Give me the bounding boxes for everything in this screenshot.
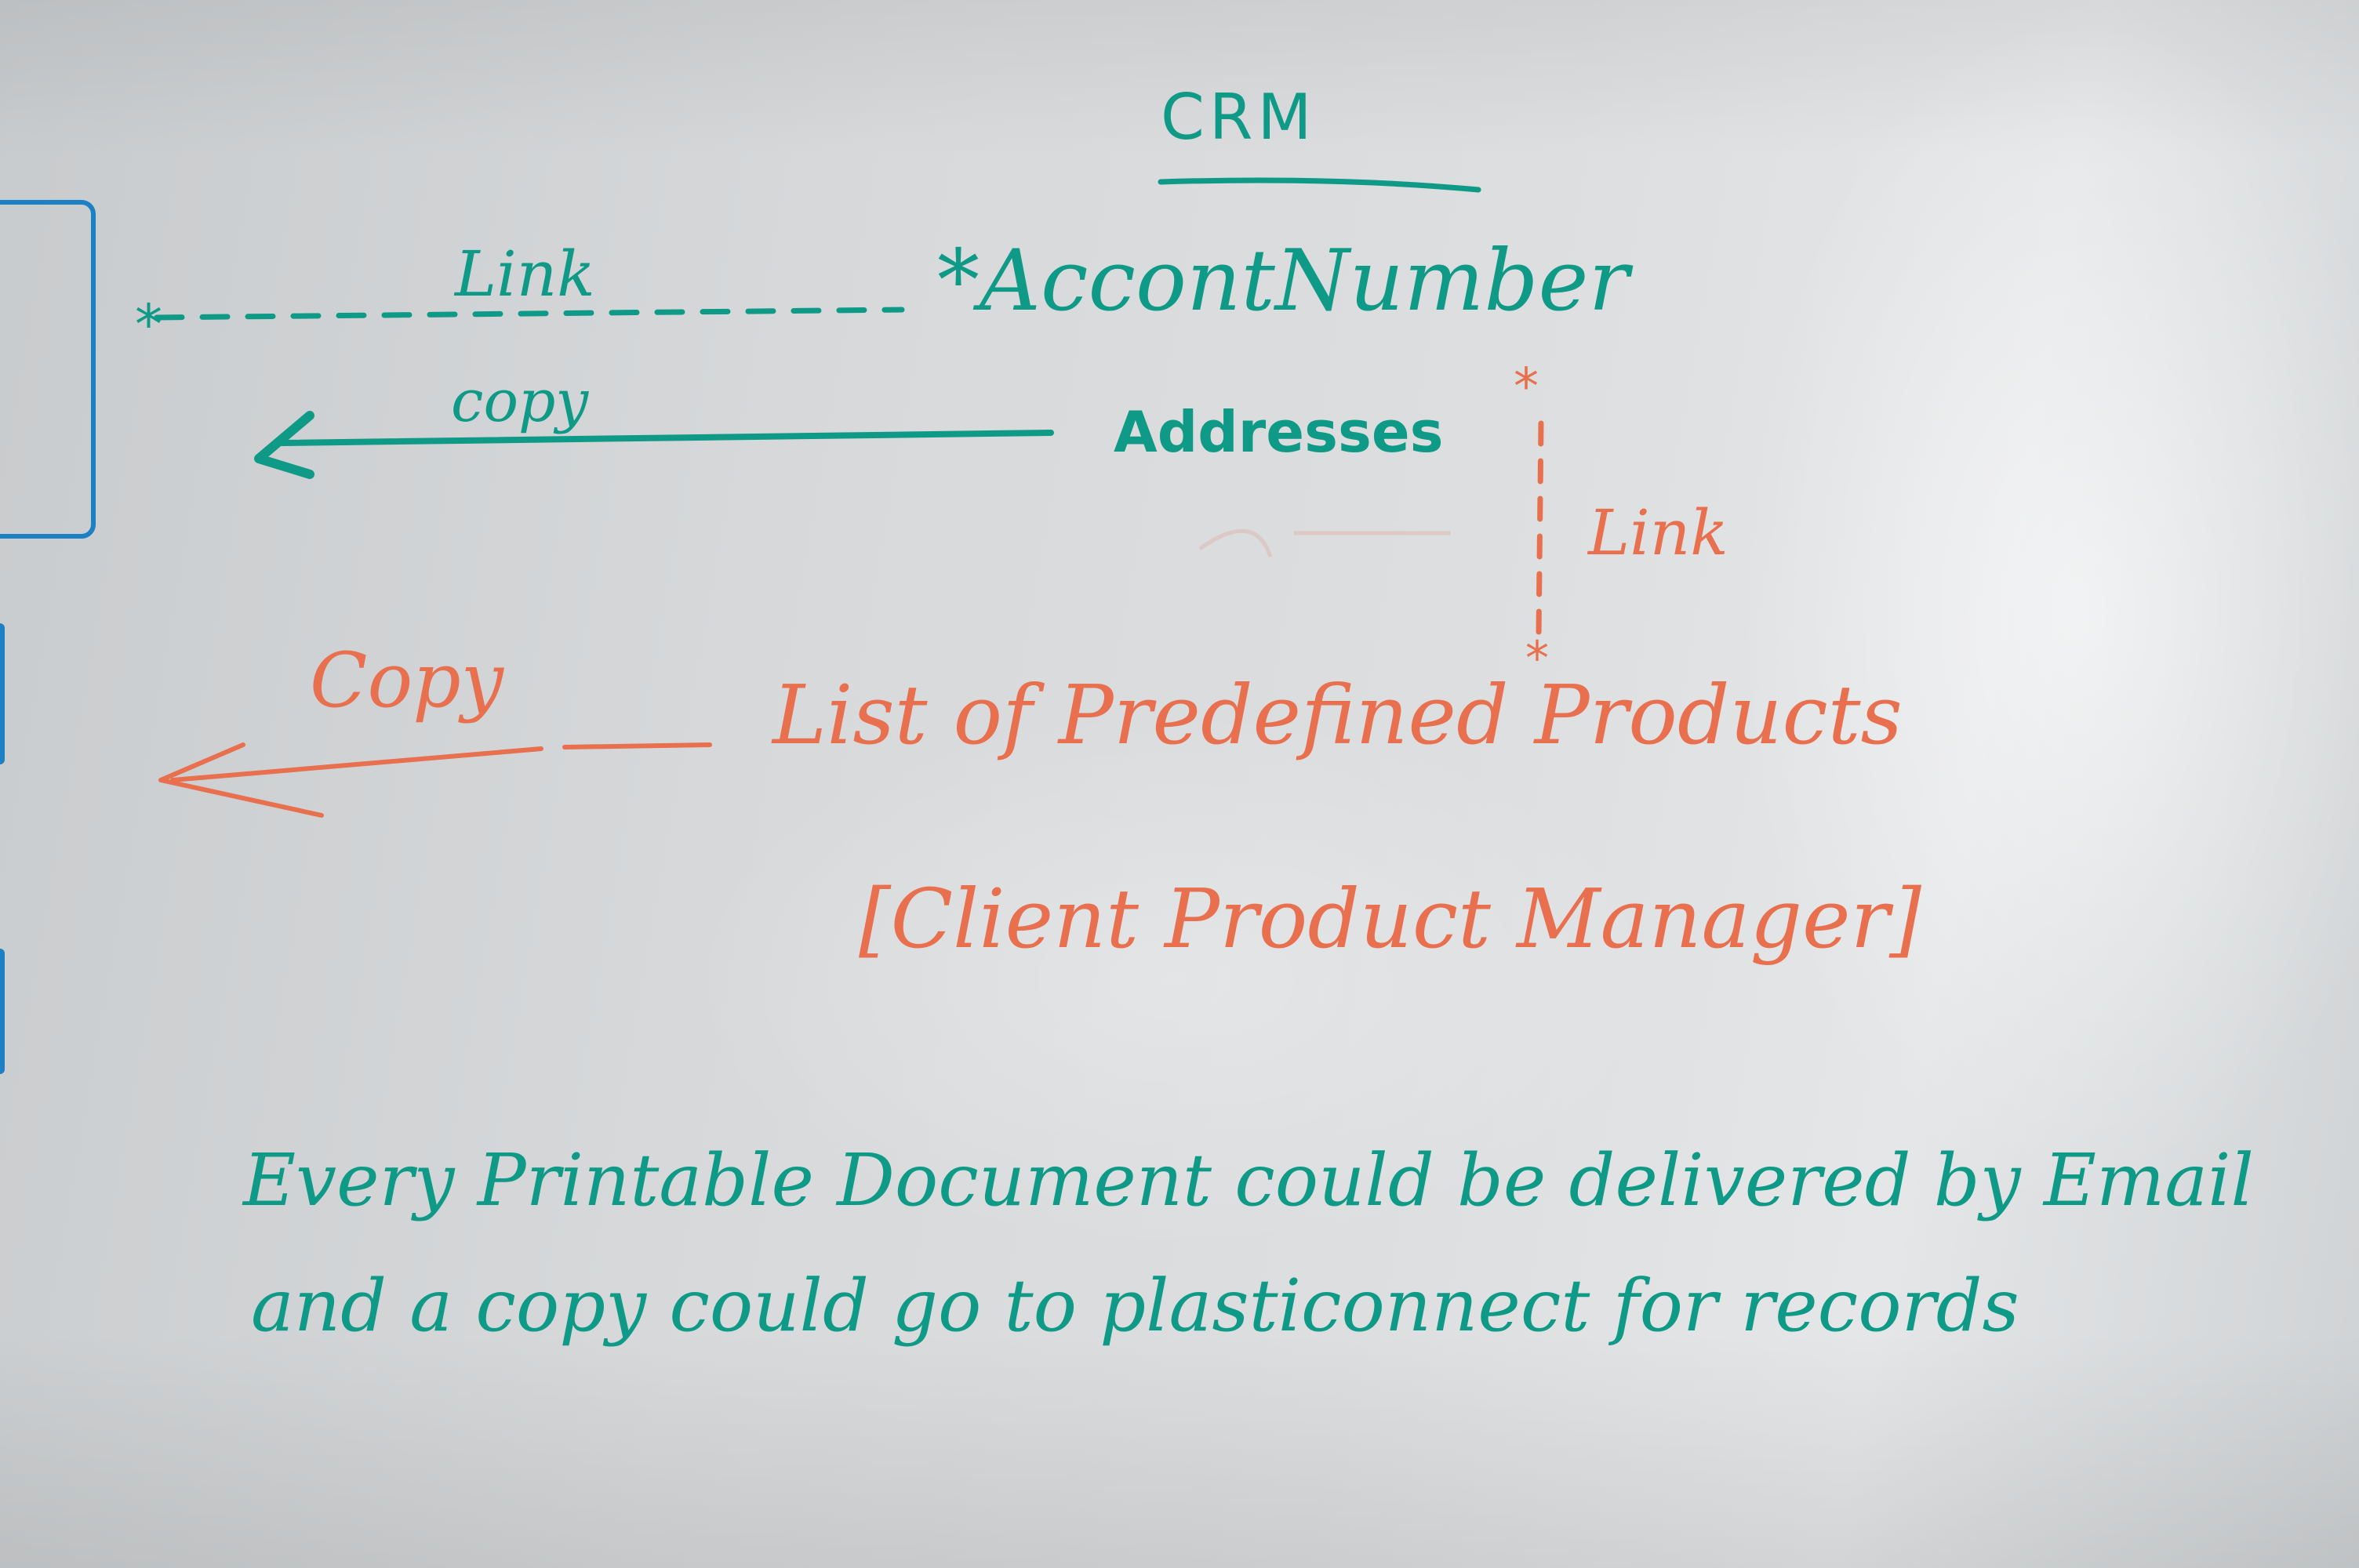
addresses-label: Addresses: [1114, 399, 1444, 465]
predefined-products-label: List of Predefined Products: [772, 667, 1903, 763]
note-line-1: Every Printable Document could be delive…: [243, 1138, 2254, 1222]
copy-arrowhead-top: [254, 411, 314, 479]
link-dashed-line-vertical: [1536, 420, 1544, 638]
asterisk-top-right: *: [1514, 358, 1539, 416]
left-edge-mark: [0, 949, 5, 1074]
copy-arrow-top: [279, 430, 1054, 446]
client-product-manager-label: [Client Product Manager]: [859, 871, 1921, 967]
copy-arrow-mid: [170, 742, 712, 782]
left-box-drawing: [0, 200, 96, 539]
link-label-right: Link: [1588, 496, 1728, 569]
copy-label-top: copy: [451, 368, 589, 435]
erased-ghost-marks: [1198, 528, 1451, 557]
title-underline: [1158, 177, 1481, 193]
asterisk-left: *: [135, 292, 162, 357]
copy-label-mid: Copy: [310, 637, 503, 724]
left-edge-mark: [0, 623, 5, 764]
link-dashed-line-top: [154, 307, 905, 321]
account-number-label: *AccontNumber: [937, 232, 1630, 330]
link-label-top: Link: [455, 238, 595, 310]
page-title: CRM: [1161, 81, 1317, 154]
note-line-2: and a copy could go to plasticonnect for…: [251, 1264, 2019, 1348]
copy-arrowhead-mid: [158, 742, 324, 818]
asterisk-bottom-right: *: [1525, 631, 1549, 686]
